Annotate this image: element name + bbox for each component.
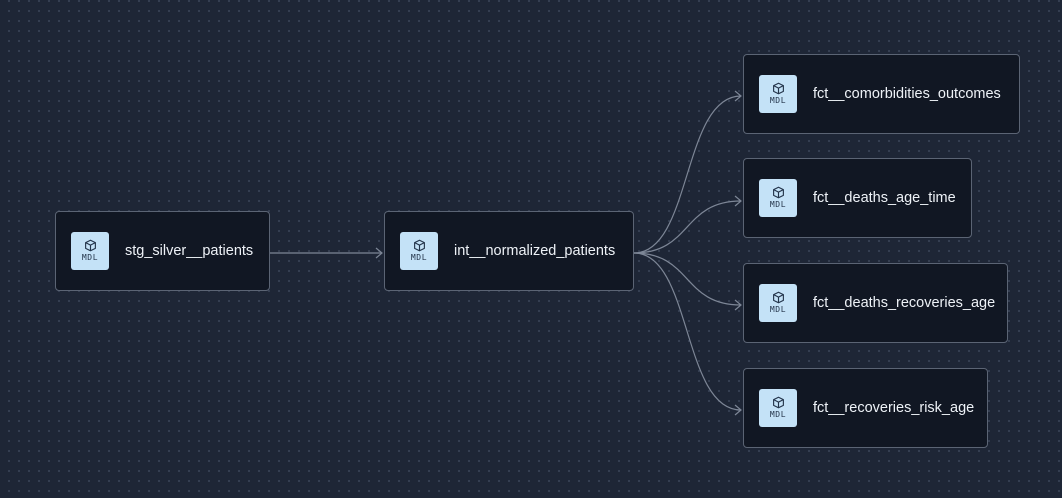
model-badge-label: MDL bbox=[769, 200, 787, 209]
model-badge-label: MDL bbox=[769, 305, 787, 314]
model-badge-label: MDL bbox=[410, 253, 428, 262]
cube-icon bbox=[772, 82, 784, 95]
model-badge-label: MDL bbox=[769, 410, 787, 419]
cube-icon bbox=[413, 239, 425, 252]
cube-icon bbox=[772, 396, 784, 409]
model-badge-label: MDL bbox=[81, 253, 99, 262]
model-node-fct-deaths-age-time[interactable]: MDL fct__deaths_age_time bbox=[743, 158, 972, 238]
arrowhead-comorbidities bbox=[734, 90, 742, 102]
model-node-label: fct__deaths_recoveries_age bbox=[813, 295, 996, 311]
model-badge: MDL bbox=[759, 75, 797, 113]
model-badge: MDL bbox=[71, 232, 109, 270]
model-badge-label: MDL bbox=[769, 96, 787, 105]
arrowhead-int bbox=[375, 247, 383, 259]
model-node-label: fct__comorbidities_outcomes bbox=[813, 86, 1001, 102]
edge-int-to-deaths-recoveries bbox=[633, 252, 742, 306]
arrowhead-recoveries-risk bbox=[734, 404, 742, 416]
model-node-fct-deaths-recoveries-age[interactable]: MDL fct__deaths_recoveries_age bbox=[743, 263, 1008, 343]
model-node-fct-comorbidities-outcomes[interactable]: MDL fct__comorbidities_outcomes bbox=[743, 54, 1020, 134]
model-node-label: stg_silver__patients bbox=[125, 243, 254, 259]
model-node-label: fct__recoveries_risk_age bbox=[813, 400, 975, 416]
cube-icon bbox=[772, 291, 784, 304]
arrowhead-deaths-recoveries bbox=[734, 299, 742, 311]
arrowhead-deaths-age-time bbox=[734, 195, 742, 207]
model-node-int-normalized-patients[interactable]: MDL int__normalized_patients bbox=[384, 211, 634, 291]
model-badge: MDL bbox=[759, 389, 797, 427]
edge-int-to-deaths-age-time bbox=[633, 200, 742, 254]
model-node-label: int__normalized_patients bbox=[454, 243, 616, 259]
cube-icon bbox=[772, 186, 784, 199]
model-badge: MDL bbox=[759, 179, 797, 217]
model-node-fct-recoveries-risk-age[interactable]: MDL fct__recoveries_risk_age bbox=[743, 368, 988, 448]
edge-int-to-recoveries-risk bbox=[633, 252, 742, 411]
edge-int-to-comorbidities bbox=[633, 95, 742, 254]
model-node-label: fct__deaths_age_time bbox=[813, 190, 956, 206]
model-badge: MDL bbox=[400, 232, 438, 270]
cube-icon bbox=[84, 239, 96, 252]
model-node-stg-silver-patients[interactable]: MDL stg_silver__patients bbox=[55, 211, 270, 291]
model-badge: MDL bbox=[759, 284, 797, 322]
